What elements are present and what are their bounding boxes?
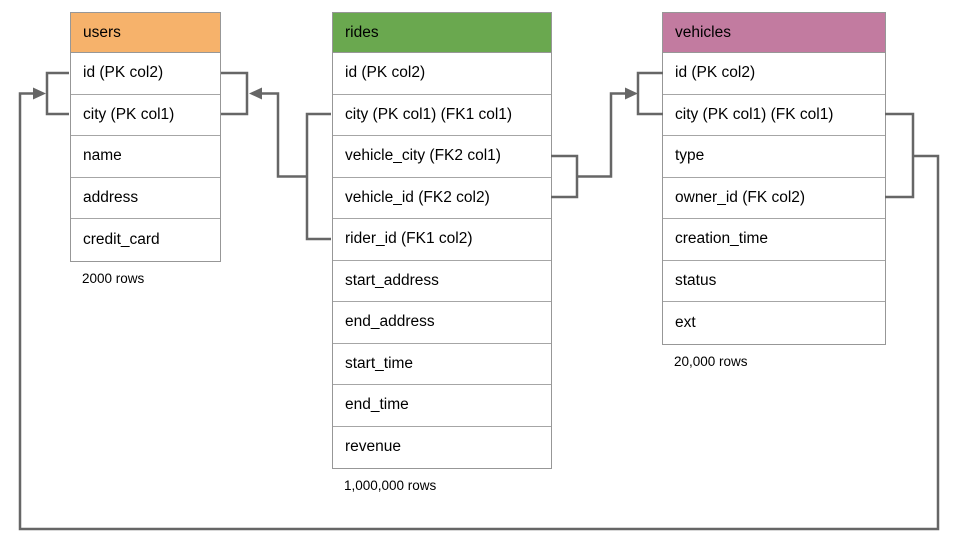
table-vehicles: vehicles id (PK col2) city (PK col1) (FK…: [662, 12, 886, 369]
table-rides: rides id (PK col2) city (PK col1) (FK1 c…: [332, 12, 552, 493]
table-row: name: [71, 136, 220, 178]
relationship-rides-vehicles: [551, 71, 663, 199]
table-row: end_time: [333, 385, 551, 427]
table-row: address: [71, 177, 220, 219]
table-users: users id (PK col2) city (PK col1) name a…: [70, 12, 221, 286]
table-row: start_time: [333, 343, 551, 385]
table-row: credit_card: [71, 219, 220, 261]
table-row: type: [663, 136, 885, 178]
table-row: vehicle_city (FK2 col1): [333, 136, 551, 178]
table-users-header: users: [71, 13, 220, 53]
table-row: city (PK col1) (FK col1): [663, 94, 885, 136]
table-users-rowcount: 2000 rows: [82, 270, 145, 286]
table-rides-rowcount: 1,000,000 rows: [344, 478, 437, 493]
table-row: id (PK col2): [333, 53, 551, 95]
table-row: start_address: [333, 260, 551, 302]
table-rides-box: rides id (PK col2) city (PK col1) (FK1 c…: [332, 12, 552, 469]
table-row: status: [663, 260, 885, 302]
relationship-rides-users: [221, 71, 331, 241]
table-row: rider_id (FK1 col2): [333, 219, 551, 261]
table-row: end_address: [333, 302, 551, 344]
table-vehicles-header: vehicles: [663, 13, 885, 53]
table-row: ext: [663, 302, 885, 344]
table-users-box: users id (PK col2) city (PK col1) name a…: [70, 12, 221, 262]
table-row: id (PK col2): [663, 53, 885, 95]
table-row: city (PK col1): [71, 94, 220, 136]
table-row: owner_id (FK col2): [663, 177, 885, 219]
table-row: id (PK col2): [71, 53, 220, 95]
table-row: city (PK col1) (FK1 col1): [333, 94, 551, 136]
table-vehicles-rowcount: 20,000 rows: [674, 353, 748, 369]
arrowhead-to-vehicles: [625, 87, 638, 100]
table-vehicles-box: vehicles id (PK col2) city (PK col1) (FK…: [662, 12, 886, 345]
table-row: vehicle_id (FK2 col2): [333, 177, 551, 219]
table-row: creation_time: [663, 219, 885, 261]
arrowhead-to-users-left: [33, 87, 46, 100]
arrowhead-to-users-right: [249, 87, 262, 100]
table-row: revenue: [333, 426, 551, 468]
table-rides-header: rides: [333, 13, 551, 53]
